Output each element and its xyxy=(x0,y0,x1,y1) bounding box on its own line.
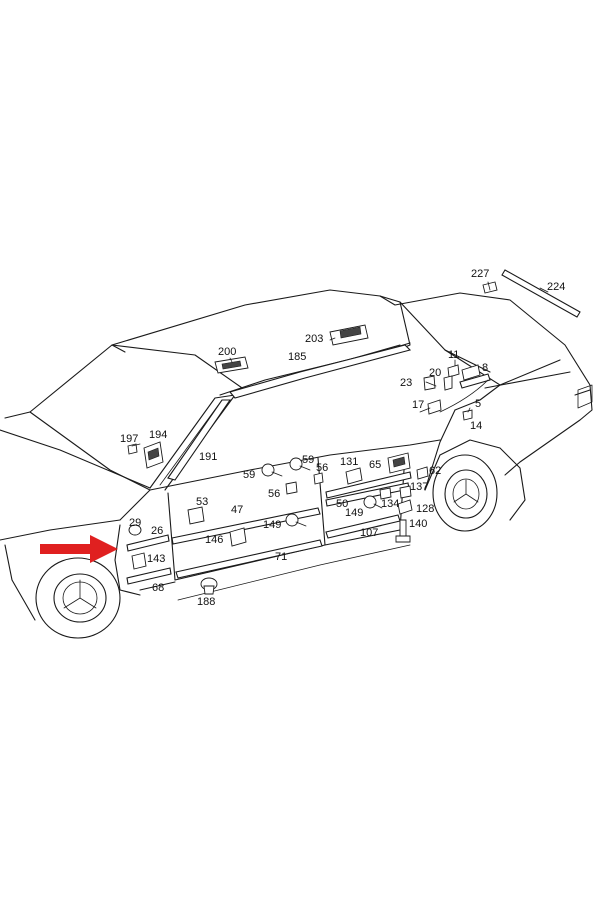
callout-191: 191 xyxy=(199,451,217,463)
callout-149-center: 149 xyxy=(263,519,281,531)
trim-strips xyxy=(126,269,581,585)
callout-5: 5 xyxy=(475,398,481,410)
front-wheel xyxy=(35,557,121,639)
callout-59-right: 59 xyxy=(302,454,314,466)
callout-11: 11 xyxy=(448,349,459,361)
callout-26: 26 xyxy=(151,525,163,537)
callout-8: 8 xyxy=(482,362,488,374)
callout-71: 71 xyxy=(275,551,287,563)
callout-59-left: 59 xyxy=(243,469,255,481)
callout-131: 131 xyxy=(340,456,358,468)
callout-107: 107 xyxy=(360,527,378,539)
callout-17: 17 xyxy=(412,399,424,411)
callout-203: 203 xyxy=(305,333,323,345)
callout-56-left: 56 xyxy=(268,488,280,500)
callout-140: 140 xyxy=(409,518,427,530)
callout-185: 185 xyxy=(288,351,306,363)
clips-and-fasteners xyxy=(127,281,498,595)
leader-lines xyxy=(131,281,549,447)
car-outline xyxy=(0,289,593,621)
callout-65: 65 xyxy=(369,459,381,471)
callout-labels: 224 227 200 203 185 11 20 8 23 17 5 14 1… xyxy=(120,268,565,608)
callout-149-right: 149 xyxy=(345,507,363,519)
callout-14: 14 xyxy=(470,420,482,432)
callout-188: 188 xyxy=(197,596,215,608)
callout-128: 128 xyxy=(416,503,434,515)
callout-194: 194 xyxy=(149,429,167,441)
red-arrow-icon xyxy=(40,535,118,563)
rear-wheel xyxy=(432,454,498,532)
callout-29: 29 xyxy=(129,517,141,529)
callout-53: 53 xyxy=(196,496,208,508)
callout-56-right: 56 xyxy=(316,462,328,474)
callout-20: 20 xyxy=(429,367,441,379)
callout-68: 68 xyxy=(152,582,164,594)
callout-23: 23 xyxy=(400,377,412,389)
callout-197: 197 xyxy=(120,433,138,445)
callout-200: 200 xyxy=(218,346,236,358)
callout-137: 137 xyxy=(410,481,428,493)
callout-47: 47 xyxy=(231,504,243,516)
callout-143: 143 xyxy=(147,553,165,565)
callout-224: 224 xyxy=(547,281,565,293)
callout-134: 134 xyxy=(381,498,399,510)
callout-227: 227 xyxy=(471,268,489,280)
callout-50: 50 xyxy=(336,498,348,510)
callout-146: 146 xyxy=(205,534,223,546)
callout-62: 62 xyxy=(429,465,441,477)
